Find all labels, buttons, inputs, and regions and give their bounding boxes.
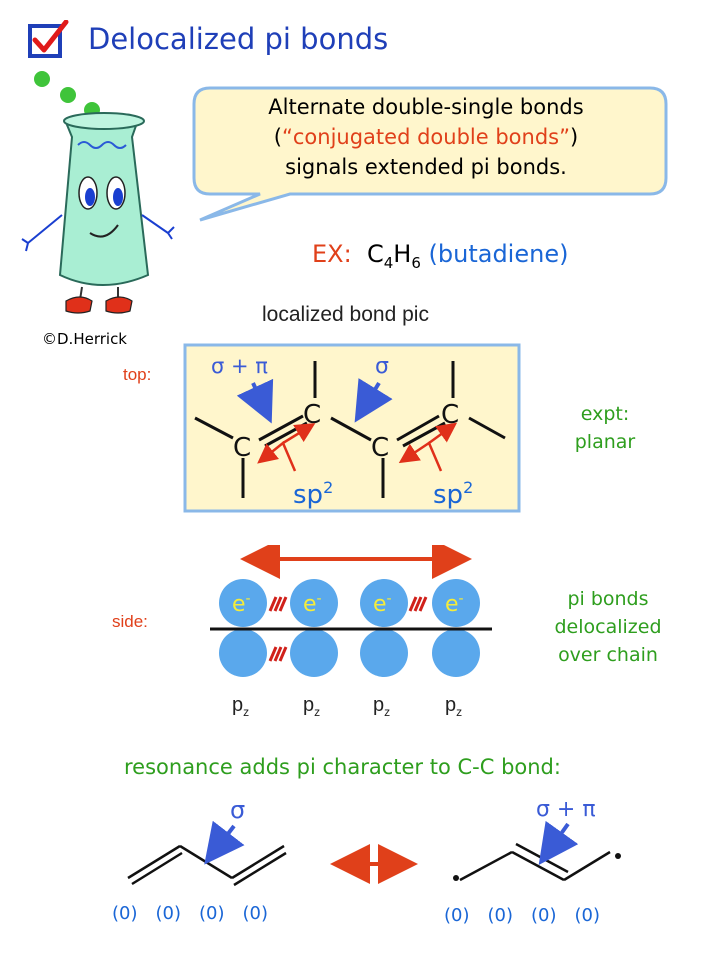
right-formal-charges: (0)(0)(0)(0) bbox=[444, 905, 600, 926]
electron-3: e- bbox=[373, 591, 392, 617]
pz-label-3: pz bbox=[373, 694, 391, 719]
carbon-atom-3: C bbox=[371, 433, 389, 463]
sp2-label-2: sp2 bbox=[433, 478, 473, 510]
left-sigma-label: σ bbox=[230, 796, 245, 824]
speech-bubble bbox=[192, 86, 668, 222]
p-orbital-diagram: e- e- e- e- bbox=[210, 545, 492, 677]
butadiene-left bbox=[127, 844, 287, 887]
carbon-atom-4: C bbox=[441, 400, 459, 430]
bubble-text: Alternate double-single bonds (“conjugat… bbox=[196, 92, 656, 182]
page-title: Delocalized pi bonds bbox=[88, 22, 389, 56]
example-prefix: EX: bbox=[312, 240, 352, 268]
pz-label-4: pz bbox=[445, 694, 463, 719]
example-line: EX: C4H6 (butadiene) bbox=[312, 240, 568, 272]
left-formal-charges: (0)(0)(0)(0) bbox=[112, 903, 268, 924]
resonance-structures: σ σ + π bbox=[127, 796, 621, 887]
credit: ©D.Herrick bbox=[42, 330, 127, 348]
localized-panel-title: localized bond pic bbox=[262, 303, 429, 326]
molecule-name: (butadiene) bbox=[428, 240, 569, 268]
expt-note: expt: planar bbox=[574, 403, 636, 453]
formula: C4H6 bbox=[366, 240, 421, 272]
bubble-line-3: signals extended pi bonds. bbox=[285, 155, 567, 179]
pz-label-1: pz bbox=[232, 694, 250, 719]
flask-mascot-illustration bbox=[21, 71, 175, 314]
bubble-line-2: (“conjugated double bonds”) bbox=[273, 125, 579, 149]
sigma-pi-label: σ + π bbox=[211, 354, 268, 378]
conjugated-highlight: “conjugated double bonds” bbox=[282, 125, 570, 149]
side-view-label: side: bbox=[112, 612, 148, 631]
localized-bond-diagram: C C C C σ + π σ sp2 sp2 bbox=[183, 343, 521, 513]
sigma-arrow bbox=[354, 378, 393, 423]
pi-delocalized-note: pi bonds delocalized over chain bbox=[554, 588, 662, 666]
electron-4: e- bbox=[445, 591, 464, 617]
carbon-atom-1: C bbox=[233, 433, 251, 463]
resonance-title: resonance adds pi character to C-C bond: bbox=[124, 755, 561, 779]
sigma-pi-arrow bbox=[236, 378, 274, 424]
carbon-atom-2: C bbox=[303, 400, 321, 430]
pz-label-2: pz bbox=[303, 694, 321, 719]
sp2-label-1: sp2 bbox=[293, 478, 333, 510]
top-view-label: top: bbox=[123, 365, 152, 384]
electron-1: e- bbox=[232, 591, 251, 617]
sigma-label: σ bbox=[375, 354, 389, 379]
right-sigma-pi-label: σ + π bbox=[536, 797, 596, 822]
checkbox-icon bbox=[28, 20, 69, 58]
electron-2: e- bbox=[303, 591, 322, 617]
butadiene-right bbox=[459, 842, 611, 882]
bubble-line-1: Alternate double-single bonds bbox=[268, 95, 584, 119]
